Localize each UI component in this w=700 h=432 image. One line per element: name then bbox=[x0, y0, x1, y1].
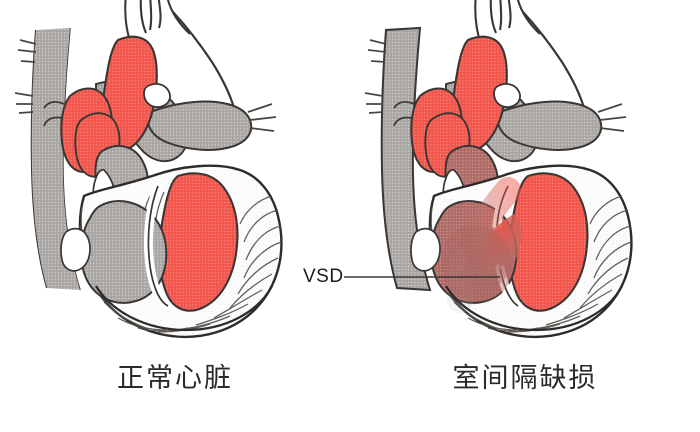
apex-band bbox=[95, 285, 273, 332]
aorta-outline bbox=[172, 11, 236, 109]
shunt-flow-band bbox=[446, 177, 521, 313]
pulmonary-vein-stubs bbox=[43, 101, 65, 127]
rv-inflow-notch bbox=[60, 227, 91, 272]
left-ventricle-cavity bbox=[508, 172, 589, 312]
superior-vena-cava bbox=[31, 28, 81, 290]
aortic-arch-branches bbox=[474, 0, 541, 45]
pa-branch-stubs bbox=[597, 103, 627, 132]
caption-normal-heart: 正常心脏 bbox=[117, 363, 233, 394]
vena-cava-branch-stubs bbox=[364, 39, 387, 114]
caption-vsd-heart: 室间隔缺损 bbox=[452, 363, 598, 394]
rv-inflow-notch bbox=[410, 227, 441, 272]
left-ventricle-cavity bbox=[158, 172, 239, 312]
septum-outline bbox=[147, 185, 169, 307]
aortic-valve bbox=[143, 83, 171, 109]
panel-normal-heart bbox=[14, 0, 283, 338]
panel-vsd-heart bbox=[364, 0, 633, 338]
pulmonary-vein-stubs bbox=[393, 101, 415, 127]
pa-branch-stubs bbox=[247, 103, 277, 132]
vena-cava-branch-stubs bbox=[14, 39, 37, 114]
aorta-outline bbox=[522, 11, 586, 109]
apex-band bbox=[445, 285, 623, 332]
pulmonary-trunk bbox=[147, 100, 253, 151]
aortic-valve bbox=[493, 83, 521, 109]
pulmonary-trunk bbox=[497, 100, 603, 151]
vsd-annotation-label: VSD bbox=[303, 266, 344, 287]
mixed-blood-stain bbox=[441, 225, 513, 302]
